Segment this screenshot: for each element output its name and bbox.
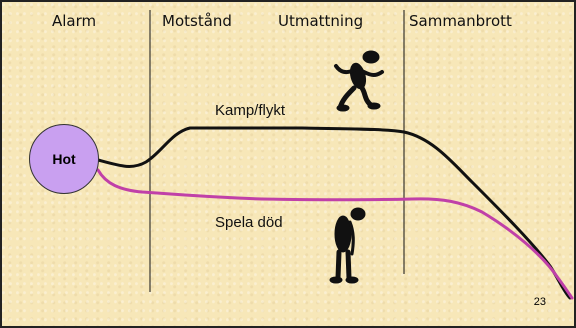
threat-node: Hot	[29, 124, 99, 194]
phase-label-resistance: Motstånd	[162, 12, 232, 30]
phase-label-exhaustion: Utmattning	[278, 12, 364, 30]
phase-label-collapse: Sammanbrott	[409, 12, 512, 30]
slumped-figure-icon	[329, 207, 366, 284]
phase-label-alarm: Alarm	[52, 12, 97, 30]
fight-flight-curve	[96, 126, 572, 300]
play-dead-label: Spela död	[215, 214, 283, 231]
fight-flight-label: Kamp/flykt	[215, 102, 286, 119]
page-number: 23	[533, 296, 546, 308]
threat-label: Hot	[52, 151, 76, 167]
play-dead-curve	[96, 168, 574, 300]
running-figure-icon	[334, 50, 384, 112]
